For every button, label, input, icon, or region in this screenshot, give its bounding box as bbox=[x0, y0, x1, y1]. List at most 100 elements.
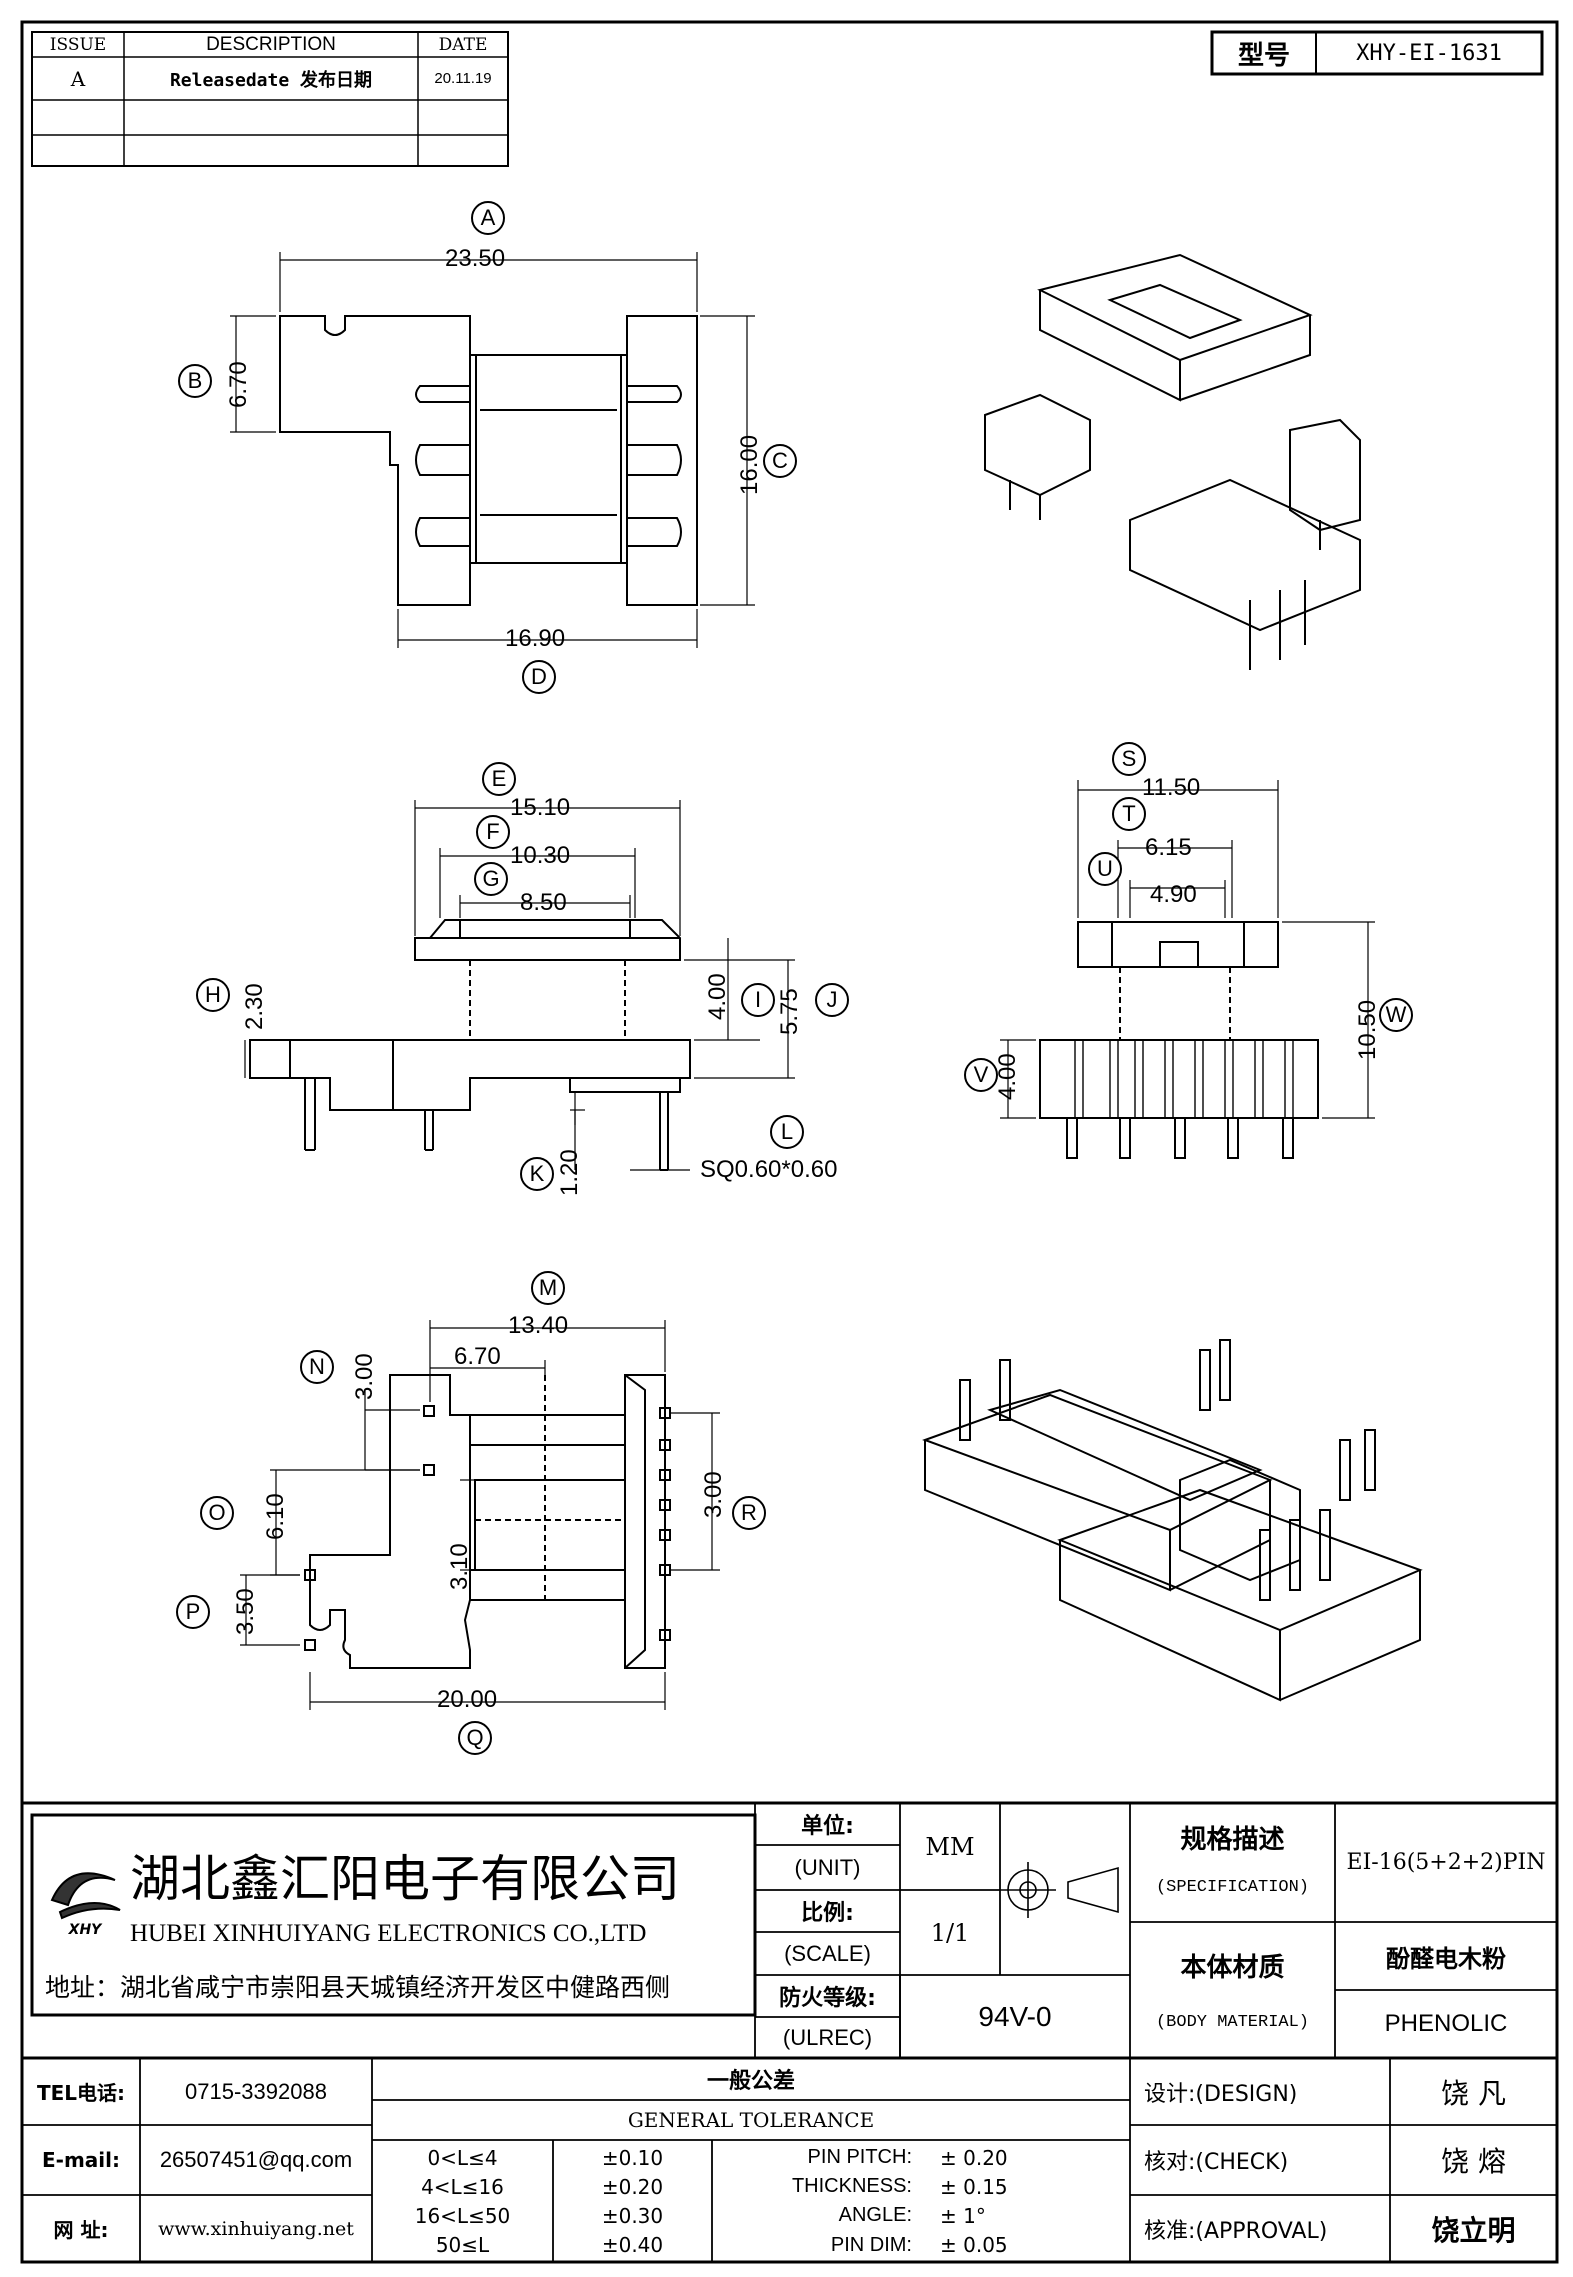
dim-P-label: P bbox=[176, 1595, 210, 1629]
dim-K-value: 1.20 bbox=[556, 1149, 583, 1196]
dim-E-label: E bbox=[482, 762, 516, 796]
tol-range-0: 0<L≤4 bbox=[427, 2145, 498, 2170]
approval-label: 核准:(APPROVAL) bbox=[1144, 2218, 1328, 2244]
web-label: 网 址: bbox=[53, 2218, 109, 2242]
scale-label-cn: 比例: bbox=[801, 1901, 854, 1926]
dim-C-value: 16.00 bbox=[736, 434, 763, 495]
dim-N2-value: 6.70 bbox=[454, 1343, 501, 1370]
spec-label-cn: 规格描述 bbox=[1180, 1825, 1285, 1855]
tol-range-3: 50≤L bbox=[435, 2233, 490, 2257]
dim-U-label: U bbox=[1088, 852, 1122, 886]
dim-W-value: 10.50 bbox=[1354, 999, 1381, 1060]
email-label: E-mail: bbox=[41, 2148, 120, 2172]
dim-G-label: G bbox=[474, 862, 508, 896]
dim-A-label: A bbox=[471, 201, 505, 235]
fire-value: 94V-0 bbox=[978, 2000, 1052, 2032]
spec-label-en: (SPECIFICATION) bbox=[1155, 1878, 1310, 1897]
dim-B-value: 6.70 bbox=[225, 361, 252, 408]
dim-B-label: B bbox=[178, 364, 212, 398]
company-logo-text: XHY bbox=[68, 1922, 102, 1938]
dim-U-value: 4.90 bbox=[1150, 881, 1197, 908]
dim-R-value: 3.00 bbox=[700, 1471, 727, 1518]
dim-T-label: T bbox=[1112, 797, 1146, 831]
tol-range-1: 4<L≤16 bbox=[421, 2174, 504, 2199]
dim-Q-label: Q bbox=[458, 1721, 492, 1755]
tol-value-1: ±0.20 bbox=[601, 2174, 664, 2199]
approval-value: 饶立明 bbox=[1431, 2213, 1516, 2247]
dim-J-label: J bbox=[815, 983, 849, 1017]
rev-row-description: Releasedate 发布日期 bbox=[169, 69, 373, 91]
company-address: 地址：湖北省咸宁市崇阳县天城镇经济开发区中健路西侧 bbox=[45, 1973, 671, 2002]
dim-D-label: D bbox=[522, 660, 556, 694]
dim-Q-value: 20.00 bbox=[437, 1686, 498, 1713]
dim-F-label: F bbox=[476, 815, 510, 849]
company-name-en: HUBEI XINHUIYANG ELECTRONICS CO.,LTD bbox=[130, 1920, 647, 1947]
tol-item-value-3: ± 0.05 bbox=[940, 2233, 1008, 2257]
rev-header-issue: ISSUE bbox=[49, 34, 107, 55]
tol-item-value-0: ± 0.20 bbox=[940, 2145, 1008, 2170]
dim-V-value: 4.00 bbox=[994, 1053, 1021, 1100]
tol-item-1: THICKNESS: bbox=[791, 2175, 912, 2197]
dim-M-label: M bbox=[531, 1271, 565, 1305]
tol-value-3: ±0.40 bbox=[601, 2233, 664, 2257]
scale-label-en: (SCALE) bbox=[784, 1940, 871, 1966]
tol-item-2: ANGLE: bbox=[838, 2204, 912, 2226]
tol-item-0: PIN PITCH: bbox=[807, 2146, 912, 2168]
fire-label-en: (ULREC) bbox=[782, 2024, 873, 2050]
dim-K-label: K bbox=[520, 1157, 554, 1191]
dim-L-label: L bbox=[770, 1115, 804, 1149]
spec-value: EI-16(5+2+2)PIN bbox=[1346, 1850, 1546, 1875]
dim-G-value: 8.50 bbox=[520, 889, 567, 916]
check-label: 核对:(CHECK) bbox=[1144, 2150, 1289, 2175]
tol-value-0: ±0.10 bbox=[601, 2145, 664, 2170]
dim-N-label: N bbox=[300, 1350, 334, 1384]
tel-value: 0715-3392088 bbox=[185, 2078, 327, 2104]
rev-header-description: DESCRIPTION bbox=[206, 33, 336, 55]
tol-range-2: 16<L≤50 bbox=[414, 2203, 511, 2228]
dim-A-value: 23.50 bbox=[445, 245, 506, 272]
dim-E-value: 15.10 bbox=[510, 794, 571, 821]
rev-header-date: DATE bbox=[438, 34, 488, 55]
dim-H-label: H bbox=[196, 978, 230, 1012]
unit-value: MM bbox=[925, 1832, 975, 1861]
web-value: www.xinhuiyang.net bbox=[158, 2217, 354, 2240]
design-value: 饶 凡 bbox=[1441, 2076, 1506, 2110]
dim-T-value: 6.15 bbox=[1145, 834, 1192, 861]
model-label: 型号 bbox=[1237, 40, 1290, 71]
dim-F-value: 10.30 bbox=[510, 842, 571, 869]
unit-label-en: (UNIT) bbox=[794, 1854, 861, 1880]
dim-O-label: O bbox=[200, 1496, 234, 1530]
dim-O-value: 6.10 bbox=[262, 1493, 289, 1540]
tol-item-value-1: ± 0.15 bbox=[940, 2174, 1008, 2199]
tol-item-value-2: ± 1° bbox=[940, 2203, 986, 2228]
dim-H-value: 2.30 bbox=[241, 983, 268, 1030]
company-name-cn: 湖北鑫汇阳电子有限公司 bbox=[130, 1850, 680, 1908]
material-label-en: (BODY MATERIAL) bbox=[1155, 2013, 1310, 2032]
material-label-cn: 本体材质 bbox=[1180, 1952, 1285, 1983]
dim-W-label: W bbox=[1379, 998, 1413, 1032]
email-value: 26507451@qq.com bbox=[159, 2147, 353, 2172]
tol-value-2: ±0.30 bbox=[601, 2203, 664, 2228]
dim-R-label: R bbox=[732, 1496, 766, 1530]
dim-S-value: 11.50 bbox=[1142, 774, 1201, 801]
fire-label-cn: 防火等级: bbox=[779, 1986, 876, 2011]
material-value-en: PHENOLIC bbox=[1384, 2010, 1508, 2037]
dim-J-value: 5.75 bbox=[776, 988, 803, 1035]
tol-item-3: PIN DIM: bbox=[830, 2233, 912, 2256]
dim-M-value: 13.40 bbox=[508, 1312, 569, 1339]
dim-N-value: 3.00 bbox=[351, 1353, 378, 1400]
rev-row-issue: A bbox=[70, 66, 86, 91]
tel-label: TEL电话: bbox=[36, 2081, 126, 2105]
check-value: 饶 熔 bbox=[1441, 2145, 1506, 2178]
dim-V-label: V bbox=[964, 1058, 998, 1092]
dim-S-label: S bbox=[1112, 742, 1146, 776]
tolerance-title-cn: 一般公差 bbox=[706, 2069, 795, 2094]
tolerance-title-en: GENERAL TOLERANCE bbox=[627, 2108, 875, 2132]
dim-O2-value: 3.10 bbox=[446, 1543, 473, 1590]
dim-P-value: 3.50 bbox=[232, 1588, 259, 1635]
dim-L-value: SQ0.60*0.60 bbox=[700, 1156, 838, 1183]
material-value-cn: 酚醛电木粉 bbox=[1386, 1944, 1506, 1973]
unit-label-cn: 单位: bbox=[801, 1814, 854, 1839]
model-value: XHY-EI-1631 bbox=[1356, 40, 1502, 66]
dim-I-value: 4.00 bbox=[704, 973, 731, 1020]
